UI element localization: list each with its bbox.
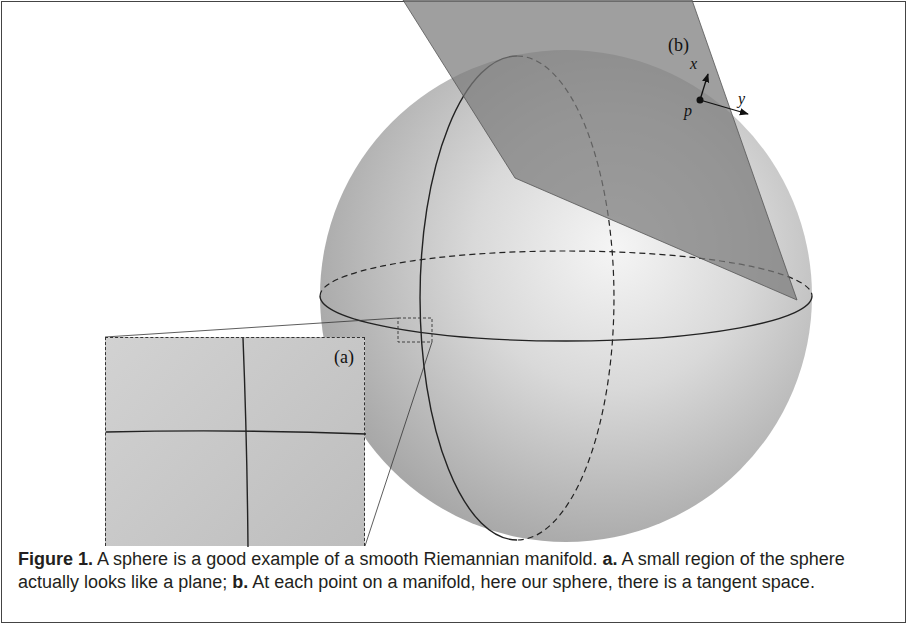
basis-vector xyxy=(700,74,708,100)
zoom-inset-box: (a) xyxy=(105,337,365,546)
plane-surface xyxy=(403,0,797,300)
tangent-plane-node: (b) xyxy=(403,0,797,300)
panel-label: (b) xyxy=(668,36,689,54)
grid-line xyxy=(106,431,366,434)
vector-label: x xyxy=(690,56,697,72)
zoom-region xyxy=(398,318,432,342)
grid-line xyxy=(243,338,248,547)
vector-label: y xyxy=(738,91,745,107)
panel-label: (a) xyxy=(334,348,354,366)
plane-grid xyxy=(106,338,366,547)
tangent-plane xyxy=(403,0,797,300)
figure-caption: Figure 1. A sphere is a good example of … xyxy=(18,548,888,594)
point-marker xyxy=(697,97,704,104)
zoom-leader xyxy=(365,342,432,546)
zoom-leader xyxy=(105,318,398,337)
vector-label: p xyxy=(684,103,692,119)
